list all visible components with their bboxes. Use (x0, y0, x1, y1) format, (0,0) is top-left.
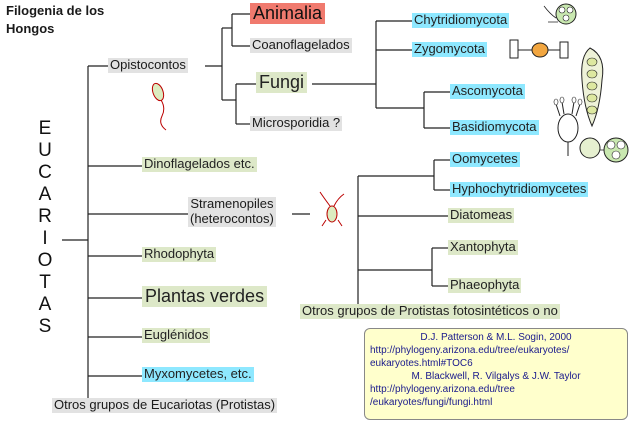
vertical-letter: S (36, 316, 54, 338)
vertical-letter: A (36, 184, 54, 206)
label-euglenidos: Euglénidos (142, 328, 210, 343)
vertical-letter: A (36, 294, 54, 316)
vertical-letter: O (36, 250, 54, 272)
ref1-url-line-2[interactable]: eukaryotes.html#TOC6 (370, 357, 622, 370)
label-hyphochytridiomycetes: Hyphochytridiomycetes (450, 182, 588, 197)
vertical-letter: T (36, 272, 54, 294)
label-ascomycota: Ascomycota (450, 84, 525, 99)
ref2-authors: M. Blackwell, R. Vilgalys & J.W. Taylor (370, 370, 622, 383)
title-line-2: Hongos (6, 21, 54, 36)
label-basidiomycota: Basidiomycota (450, 120, 539, 135)
ascus-icon (582, 48, 603, 126)
ref2-url-line-1[interactable]: http://phylogeny.arizona.edu/tree (370, 383, 622, 396)
label-phaeophyta: Phaeophyta (448, 278, 521, 293)
spore-cluster-icon (580, 138, 628, 162)
label-dinoflagelados: Dinoflagelados etc. (142, 157, 257, 172)
diagram-title: Filogenia de los Hongos (6, 2, 104, 38)
vertical-letter: U (36, 140, 54, 162)
vertical-letter: C (36, 162, 54, 184)
zygospore-icon (510, 40, 568, 58)
stramenopiles-name: Stramenopiles (190, 196, 273, 211)
vertical-letter: I (36, 228, 54, 250)
flagellate-sperm-icon (150, 82, 166, 130)
basidium-icon (554, 97, 582, 156)
label-plantas-verdes: Plantas verdes (142, 286, 267, 307)
vertical-letter: R (36, 206, 54, 228)
heterokont-cell-icon (320, 192, 344, 226)
label-oomycetes: Oomycetes (450, 152, 520, 167)
title-line-1: Filogenia de los (6, 3, 104, 18)
label-myxomycetes: Myxomycetes, etc. (142, 367, 254, 382)
vertical-letter: E (36, 118, 54, 140)
ref2-url-line-2[interactable]: /eukaryotes/fungi/fungi.html (370, 396, 622, 409)
label-otros-eucariotas: Otros grupos de Eucariotas (Protistas) (52, 398, 277, 413)
label-fungi: Fungi (256, 72, 307, 93)
label-opistocontos: Opistocontos (108, 58, 188, 73)
chytrid-sporangium-icon (544, 4, 576, 24)
label-zygomycota: Zygomycota (412, 42, 487, 57)
label-diatomeas: Diatomeas (448, 208, 514, 223)
label-coanoflagelados: Coanoflagelados (250, 38, 352, 53)
label-otros-fotosinteticos: Otros grupos de Protistas fotosintéticos… (300, 304, 560, 319)
stramenopiles-synonym: (heterocontos) (190, 211, 274, 226)
references-box: D.J. Patterson & M.L. Sogin, 2000 http:/… (364, 328, 628, 420)
label-stramenopiles: Stramenopiles (heterocontos) (188, 197, 276, 227)
label-rhodophyta: Rhodophyta (142, 247, 216, 262)
label-xantophyta: Xantophyta (448, 240, 518, 255)
ref1-authors: D.J. Patterson & M.L. Sogin, 2000 (370, 331, 622, 344)
ref1-url-line-1[interactable]: http://phylogeny.arizona.edu/tree/eukary… (370, 344, 622, 357)
label-animalia: Animalia (250, 3, 325, 24)
label-chytridiomycota: Chytridiomycota (412, 13, 509, 28)
label-microsporidia: Microsporidia ? (250, 116, 342, 131)
